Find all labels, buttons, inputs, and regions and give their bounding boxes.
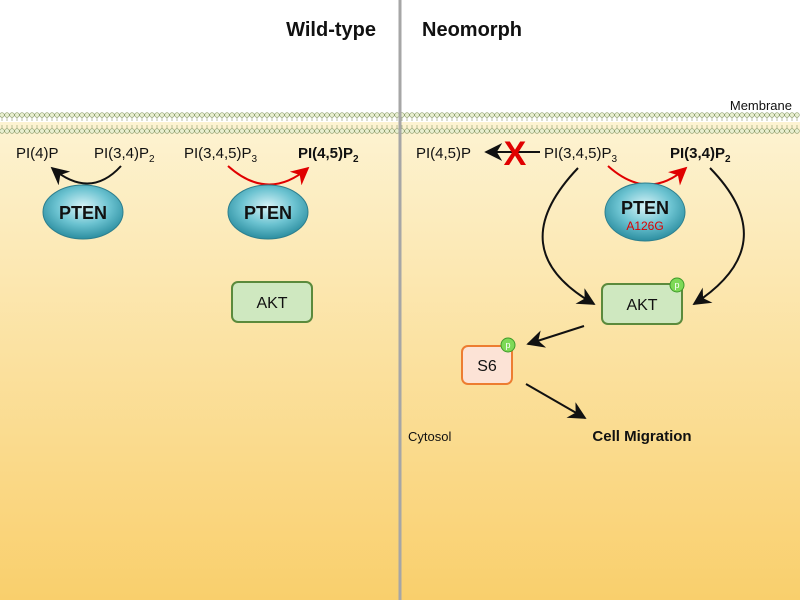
cytosol-label: Cytosol [408,429,451,444]
wt-pi4p-label: PI(4)P [16,145,59,162]
neo-pi34p2-to-akt-arrow [692,167,745,305]
neo-pten [604,182,686,242]
neo-s6-phospho-badge [500,337,516,353]
wt-dephosphorylation-arrow [50,165,122,186]
neo-akt-phospho-label: p [674,280,679,290]
neo-akt-to-s6-arrow [526,325,585,348]
wt-pi345p3-label: PI(3,4,5)P3 [184,145,258,165]
neomorph-title: Neomorph [422,19,522,41]
neo-s6-phospho-label: p [505,340,510,350]
neo-pi45p-label: PI(4,5)P [416,145,471,162]
neo-pi34p2-label: PI(3,4)P2 [670,145,731,165]
membrane-label: Membrane [730,98,792,113]
neo-s6-label: S6 [477,358,497,375]
neo-s6-box [461,345,513,385]
neo-pi345p3-label: PI(3,4,5)P3 [544,145,618,165]
neo-pi345p3-to-akt-arrow [541,167,596,305]
membrane-bilayer [0,112,800,134]
wt-pi34p2-label: PI(3,4)P2 [94,145,155,165]
wt-pten-right [227,184,309,240]
wild-type-title: Wild-type [286,19,376,41]
wt-akt-box [231,281,313,323]
wt-pi45p2-label: PI(4,5)P2 [298,145,359,165]
wt-akt-label: AKT [256,295,287,312]
wt-pten-left-label: PTEN [59,203,107,223]
neo-s6-to-migration-arrow [525,383,587,419]
neo-akt-phospho-badge [669,277,685,293]
neo-akt-label: AKT [626,297,657,314]
wt-pten-left [42,184,124,240]
wt-pten-right-label: PTEN [244,203,292,223]
neo-cell-migration-label: Cell Migration [592,428,691,445]
neo-blocked-mark: X [504,135,527,173]
neo-pten-label: PTEN [621,198,669,218]
neo-pten-mutation-label: A126G [626,219,663,233]
neo-akt-box [601,283,683,325]
